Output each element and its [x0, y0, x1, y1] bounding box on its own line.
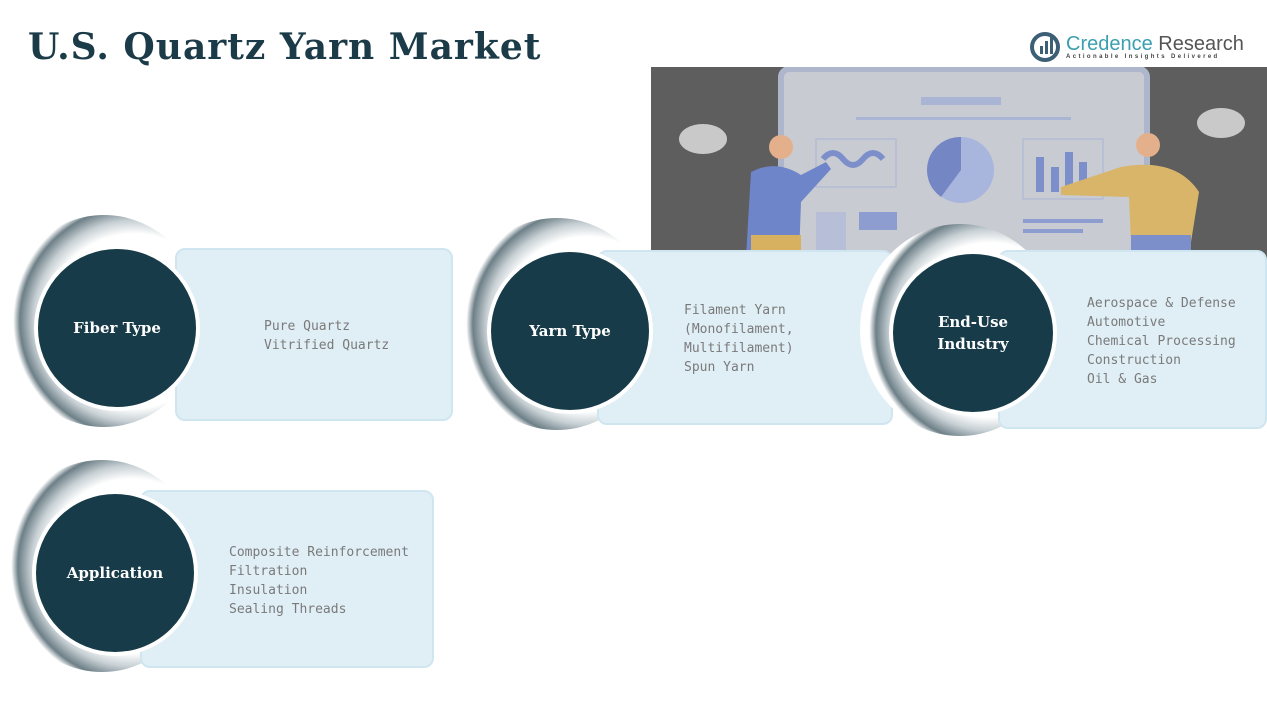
- list-item: Spun Yarn: [684, 360, 755, 375]
- logo-name-a: Credence: [1066, 33, 1153, 55]
- page-title: U.S. Quartz Yarn Market: [28, 26, 542, 68]
- list-item: Filtration: [229, 564, 308, 579]
- fiber-type-card: [175, 248, 453, 421]
- fiber-type-badge: Fiber Type: [34, 245, 200, 411]
- badge-label: End-Use Industry: [937, 313, 1009, 353]
- list-item: Filament Yarn: [684, 303, 786, 318]
- list-item: Multifilament): [684, 341, 794, 356]
- list-item: Chemical Processing: [1087, 334, 1236, 349]
- logo-name-b: Research: [1152, 33, 1244, 55]
- end-use-industry-badge: End-Use Industry: [889, 250, 1057, 416]
- list-item: Aerospace & Defense: [1087, 296, 1236, 311]
- list-item: Insulation: [229, 583, 308, 598]
- list-item: Sealing Threads: [229, 602, 347, 617]
- logo-chart-icon: [1030, 32, 1060, 62]
- application-badge: Application: [32, 490, 198, 656]
- list-item: Oil & Gas: [1087, 372, 1158, 387]
- list-item: Composite Reinforcement: [229, 545, 410, 560]
- list-item: Pure Quartz: [264, 319, 351, 334]
- list-item: (Monofilament,: [684, 322, 794, 337]
- list-item: Vitrified Quartz: [264, 338, 390, 353]
- logo-tagline: Actionable Insights Delivered: [1066, 54, 1220, 60]
- yarn-type-badge: Yarn Type: [487, 248, 653, 414]
- credence-research-logo: Credence Research Actionable Insights De…: [1030, 32, 1244, 62]
- list-item: Construction: [1087, 353, 1181, 368]
- yarn-type-items: Filament Yarn (Monofilament, Multifilament…: [684, 301, 794, 377]
- list-item: Automotive: [1087, 315, 1166, 330]
